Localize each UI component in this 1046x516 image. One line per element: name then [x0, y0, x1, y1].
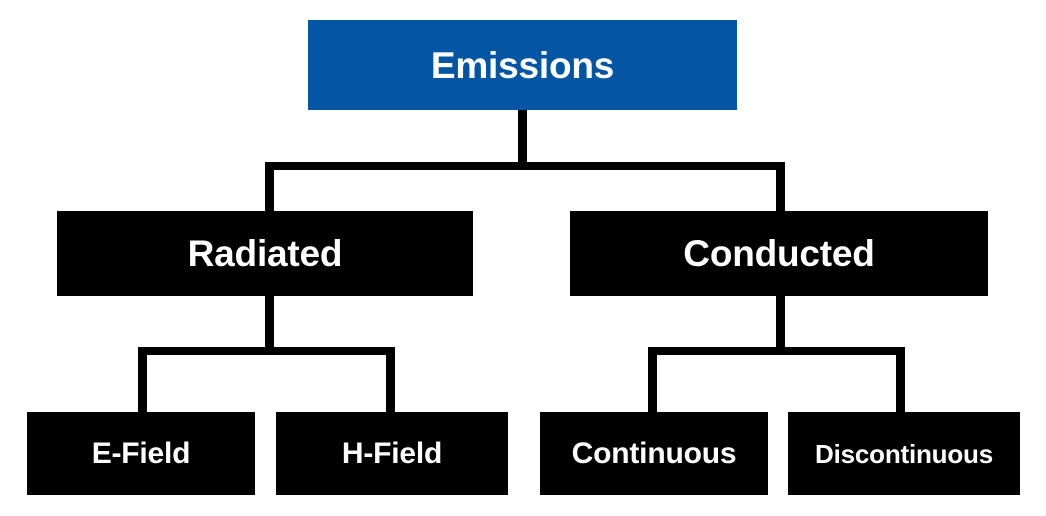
connector-conducted-stem — [776, 296, 785, 352]
node-e-field: E-Field — [27, 412, 255, 495]
connector-conducted-rail — [648, 347, 904, 355]
connector-drop-continuous — [648, 347, 657, 413]
connector-radiated-stem — [265, 296, 274, 352]
connector-drop-radiated — [265, 162, 274, 212]
connector-drop-h-field — [386, 347, 395, 413]
node-discontinuous: Discontinuous — [788, 412, 1020, 495]
node-continuous: Continuous — [540, 412, 768, 495]
connector-drop-conducted — [776, 162, 785, 212]
connector-radiated-rail — [138, 347, 394, 355]
node-conducted: Conducted — [570, 211, 988, 296]
node-radiated: Radiated — [57, 211, 473, 296]
connector-drop-discontinuous — [896, 347, 905, 413]
connector-drop-e-field — [138, 347, 147, 413]
connector-root-stem — [518, 110, 527, 170]
connector-level2-rail — [265, 162, 784, 170]
node-emissions: Emissions — [308, 20, 737, 110]
node-h-field: H-Field — [276, 412, 508, 495]
